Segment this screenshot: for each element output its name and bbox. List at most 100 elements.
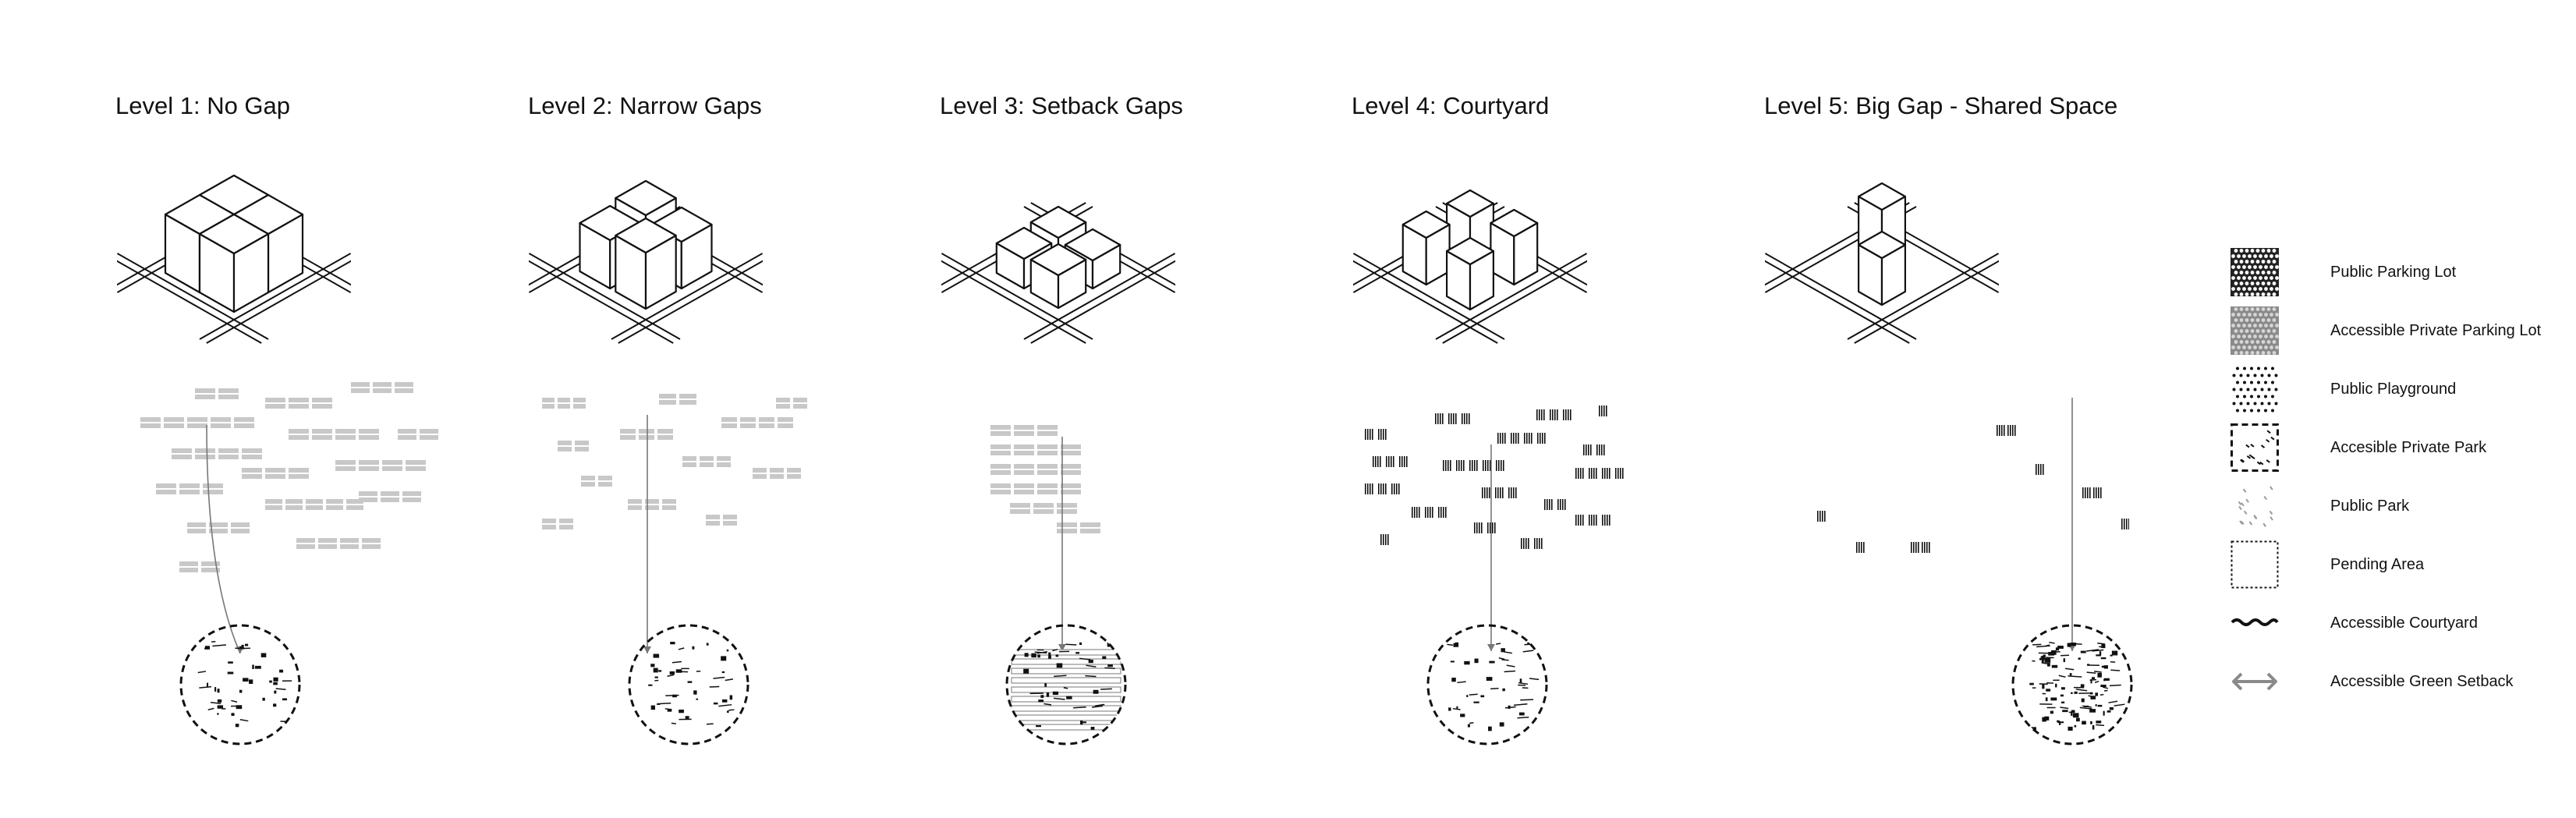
building-block xyxy=(1490,208,1539,286)
swatch-dot xyxy=(2255,307,2260,311)
swatch-mark xyxy=(2246,455,2252,459)
plan-block xyxy=(1540,433,1541,444)
plan-block xyxy=(1383,429,1384,440)
swatch-dot xyxy=(2275,265,2279,269)
level-4-site-plan xyxy=(1365,405,1624,549)
swatch-dot xyxy=(2267,388,2271,391)
plan-block xyxy=(1915,542,1917,553)
plan-block xyxy=(312,404,332,409)
plan-block xyxy=(1602,468,1603,479)
plan-block xyxy=(1445,460,1447,471)
swatch-wave xyxy=(2231,618,2279,626)
plan-block xyxy=(1515,433,1517,444)
swatch-dot xyxy=(2237,313,2241,317)
zoom-mark xyxy=(1508,705,1511,710)
zoom-mark xyxy=(2103,710,2105,716)
plan-block xyxy=(1513,487,1515,498)
plan-block xyxy=(1391,456,1392,467)
plan-block xyxy=(1388,456,1390,467)
plan-block xyxy=(1474,522,1476,533)
swatch-dot xyxy=(2248,335,2252,338)
plan-block xyxy=(346,505,363,510)
zoom-mark xyxy=(2091,677,2095,680)
swatch-dot xyxy=(2248,265,2252,269)
swatch-dot xyxy=(2274,388,2278,391)
plan-block xyxy=(340,544,359,549)
plan-block xyxy=(318,538,337,543)
legend-item-accessible-courtyard: Accessible Courtyard xyxy=(2231,599,2566,653)
plan-block xyxy=(1394,483,1395,494)
legend-label: Accesible Private Park xyxy=(2330,439,2487,456)
plan-block xyxy=(598,482,612,487)
swatch-dot xyxy=(2239,292,2244,296)
plan-block xyxy=(1378,429,1380,440)
plan-block xyxy=(1541,409,1543,420)
plan-block xyxy=(1508,487,1510,498)
swatch-dot xyxy=(2264,287,2268,291)
plan-block xyxy=(1490,522,1491,533)
swatch-dot xyxy=(2234,271,2238,274)
zoom-mark xyxy=(678,647,685,650)
plan-block xyxy=(306,499,323,504)
swatch-dot xyxy=(2271,381,2274,384)
plan-block xyxy=(1438,507,1440,518)
plan-block xyxy=(1590,444,1592,455)
plan-block xyxy=(1037,490,1058,494)
plan-block xyxy=(203,490,223,494)
zoom-mark xyxy=(657,702,671,705)
zoom-mark xyxy=(2085,649,2099,652)
zoom-mark xyxy=(1086,664,1097,668)
leader-line xyxy=(206,424,241,654)
building-roof xyxy=(615,217,677,254)
plan-block xyxy=(326,505,343,510)
plan-block xyxy=(1033,509,1054,514)
swatch-dot xyxy=(2242,324,2246,328)
swatch-dot xyxy=(2250,282,2255,285)
zoom-mark xyxy=(1102,656,1107,660)
swatch-mark xyxy=(2270,516,2273,521)
plan-block xyxy=(1462,413,1463,424)
swatch-dot xyxy=(2242,345,2246,349)
legend-label: Accessible Courtyard xyxy=(2330,614,2478,632)
plan-block xyxy=(1502,433,1504,444)
zoom-stripe xyxy=(1011,677,1121,684)
plan-block xyxy=(1472,460,1473,471)
plan-block xyxy=(2124,519,2125,529)
zoom-mark xyxy=(2061,701,2065,704)
plan-block xyxy=(1486,487,1488,498)
swatch-mark xyxy=(2253,515,2258,519)
zoom-mark xyxy=(2109,706,2114,710)
plan-block xyxy=(1461,460,1462,471)
swatch-dot xyxy=(2234,292,2238,296)
plan-block xyxy=(1591,468,1593,479)
swatch-dot xyxy=(2266,318,2271,322)
plan-block xyxy=(420,429,438,434)
level-2-site-plan xyxy=(542,394,807,529)
zoom-mark xyxy=(1090,727,1095,730)
plan-block xyxy=(1485,460,1486,471)
plan-block xyxy=(1560,499,1561,510)
plan-block xyxy=(559,525,573,529)
plan-block xyxy=(645,499,659,504)
zoom-mark xyxy=(692,646,695,650)
zoom-mark xyxy=(1529,678,1540,681)
swatch-dot xyxy=(2255,292,2260,296)
plan-block xyxy=(209,522,228,527)
level-3-title: Level 3: Setback Gaps xyxy=(940,92,1183,119)
swatch-dot xyxy=(2250,409,2253,413)
plan-block xyxy=(1380,456,1381,467)
level-2-zoom-circle xyxy=(628,624,749,745)
swatch-dot xyxy=(2245,260,2249,264)
plan-block xyxy=(362,544,381,549)
plan-block xyxy=(203,483,223,488)
swatch-dot xyxy=(2245,271,2249,274)
swatch-dot xyxy=(2236,395,2239,398)
plan-block xyxy=(1380,534,1382,545)
zoom-mark xyxy=(2097,672,2102,678)
zoom-mark xyxy=(1036,724,1041,728)
plan-block xyxy=(628,499,642,504)
plan-block xyxy=(1014,444,1034,449)
swatch-mark xyxy=(2240,459,2245,463)
zoom-mark xyxy=(2099,651,2102,655)
